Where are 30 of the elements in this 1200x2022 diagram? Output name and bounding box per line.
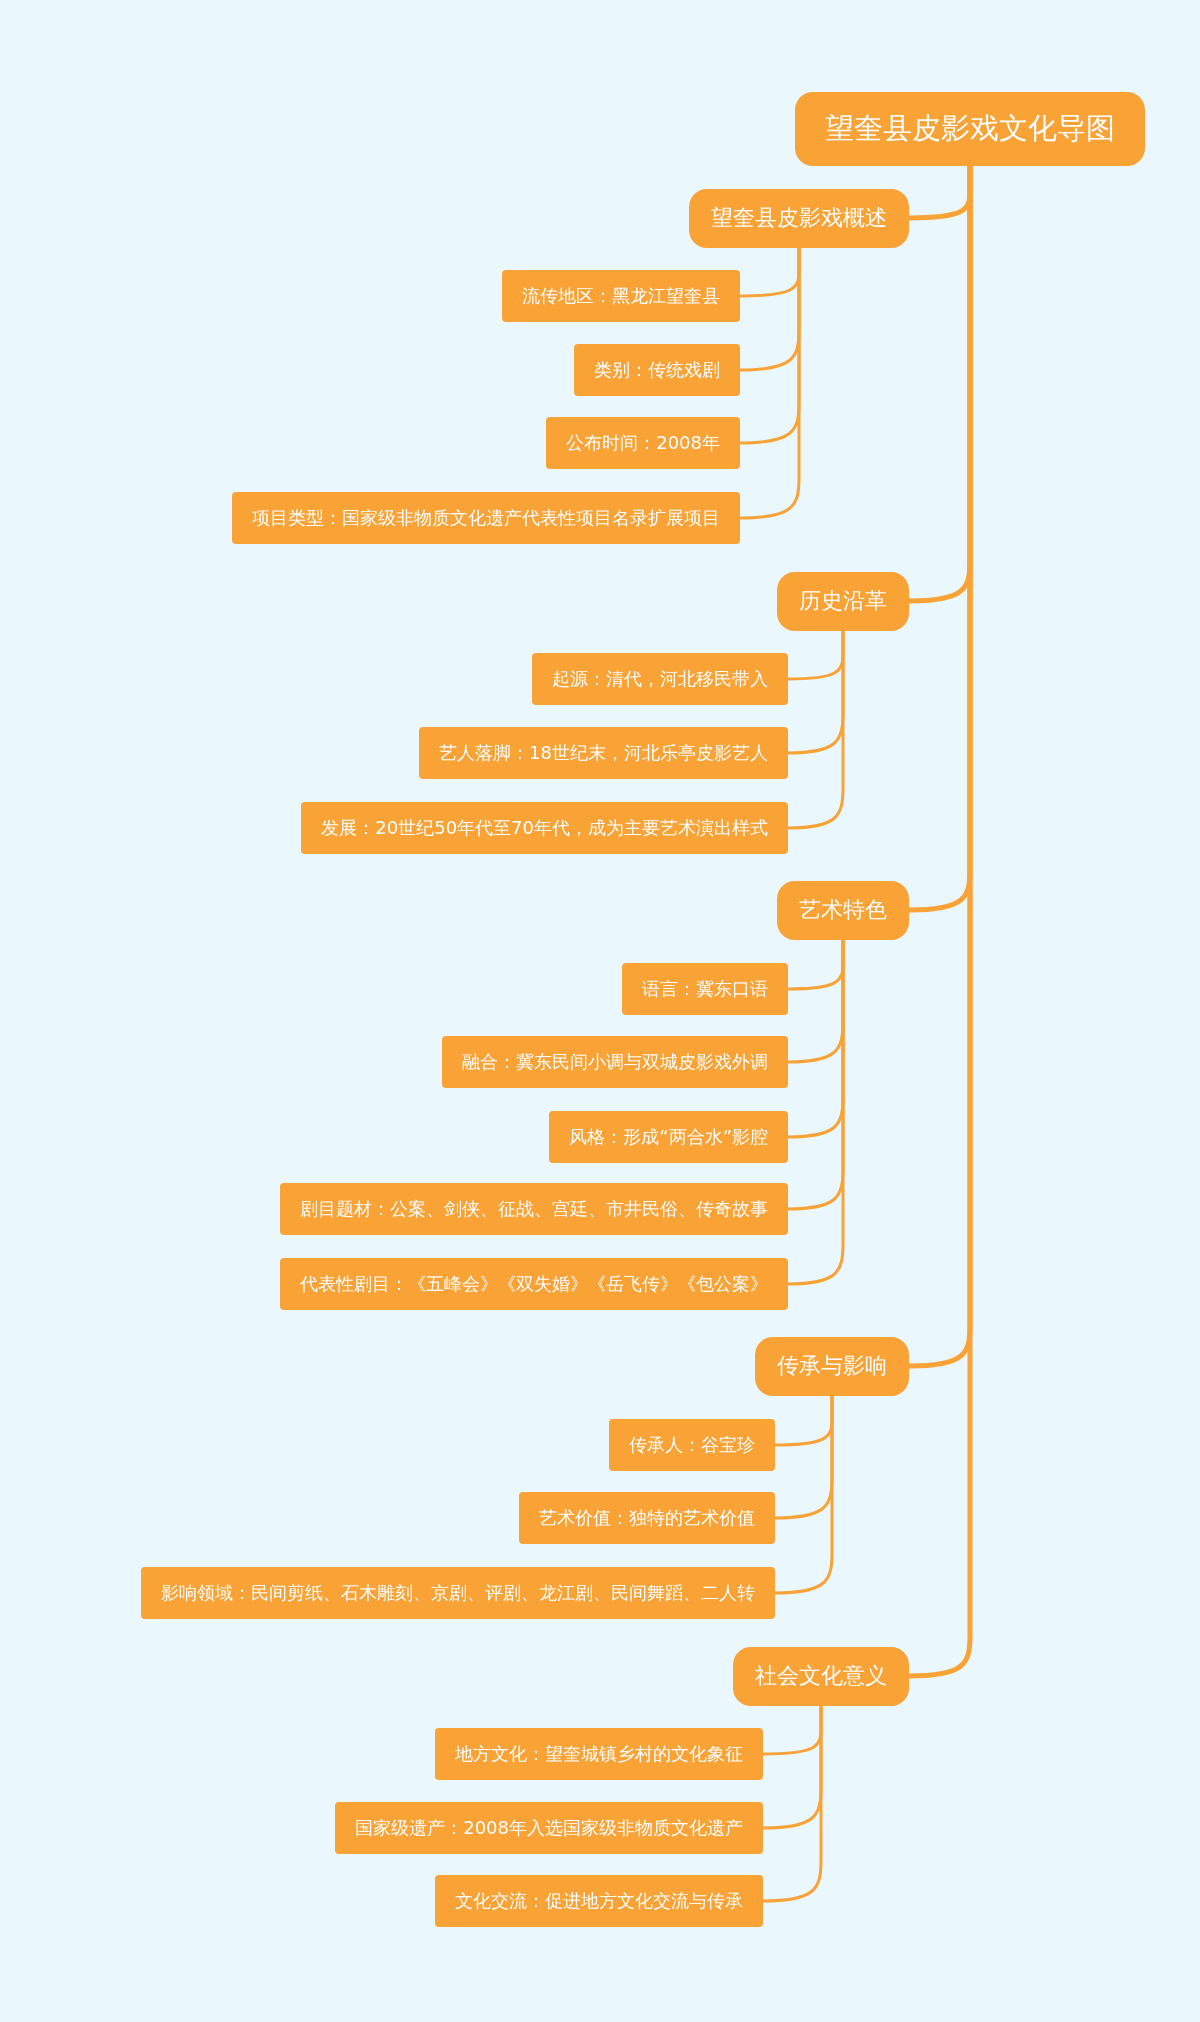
subtopic-box: 发展：20世纪50年代至70年代，成为主要艺术演出样式: [301, 802, 788, 854]
branch-topic: 历史沿革: [777, 571, 909, 631]
subtopic-box: 融合：冀东民间小调与双城皮影戏外调: [442, 1036, 788, 1088]
subtopic-box: 流传地区：黑龙江望奎县: [502, 270, 740, 322]
subtopic-box: 剧目题材：公案、剑侠、征战、宫廷、市井民俗、传奇故事: [280, 1183, 788, 1235]
connector-line: [739, 247, 801, 520]
connector-line: [908, 166, 973, 1679]
branch-topic: 望奎县皮影戏概述: [689, 188, 909, 248]
subtopic-box: 文化交流：促进地方文化交流与传承: [435, 1875, 763, 1927]
subtopic-box: 地方文化：望奎城镇乡村的文化象征: [435, 1728, 763, 1780]
branch-topic: 社会文化意义: [733, 1646, 909, 1706]
connector-line: [787, 939, 845, 1286]
subtopic-box: 影响领域：民间剪纸、石木雕刻、京剧、评剧、龙江剧、民间舞蹈、二人转: [141, 1567, 775, 1619]
subtopic-box: 公布时间：2008年: [546, 417, 740, 469]
subtopic-box: 国家级遗产：2008年入选国家级非物质文化遗产: [335, 1802, 763, 1854]
connector-line: [787, 630, 845, 830]
connector-line: [774, 1395, 834, 1595]
central-topic: 望奎县皮影戏文化导图: [795, 92, 1145, 166]
branch-topic: 传承与影响: [755, 1336, 909, 1396]
branch-topic: 艺术特色: [777, 880, 909, 940]
subtopic-box: 风格：形成“两合水”影腔: [549, 1111, 788, 1163]
subtopic-box: 类别：传统戏剧: [574, 344, 740, 396]
subtopic-box: 项目类型：国家级非物质文化遗产代表性项目名录扩展项目: [232, 492, 740, 544]
subtopic-box: 传承人：谷宝珍: [609, 1419, 775, 1471]
subtopic-box: 起源：清代，河北移民带入: [532, 653, 788, 705]
connector-line: [762, 1705, 823, 1903]
subtopic-box: 艺术价值：独特的艺术价值: [519, 1492, 775, 1544]
subtopic-box: 艺人落脚：18世纪末，河北乐亭皮影艺人: [419, 727, 788, 779]
subtopic-box: 语言：冀东口语: [622, 963, 788, 1015]
subtopic-box: 代表性剧目：《五峰会》《双失婚》《岳飞传》《包公案》: [280, 1258, 788, 1310]
